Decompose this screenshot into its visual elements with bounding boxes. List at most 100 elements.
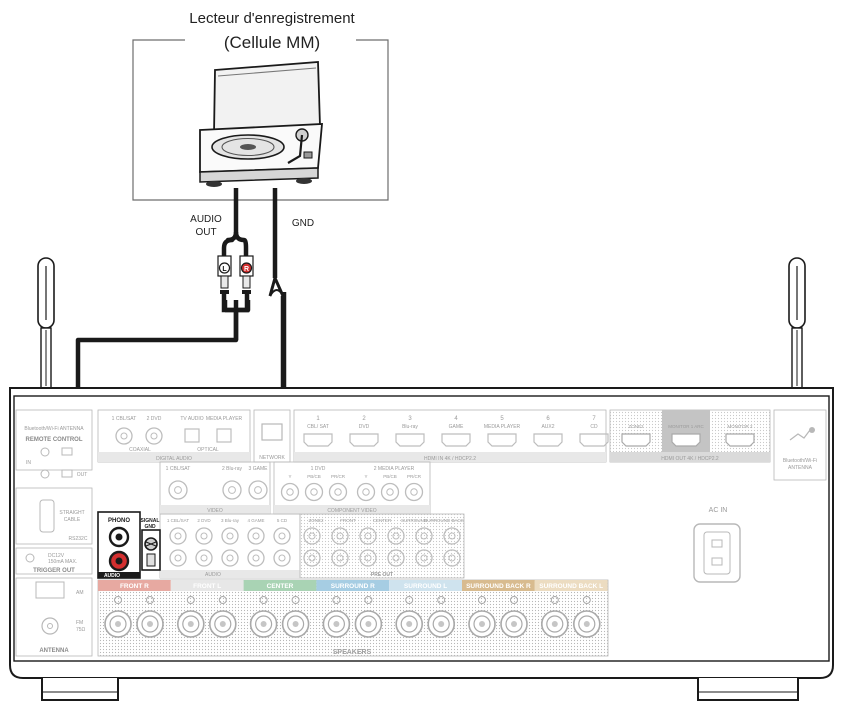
analog-jack-left-1[interactable]	[169, 527, 187, 545]
analog-jack-left-3[interactable]	[221, 527, 239, 545]
hdmi-in-number-3: 3	[408, 416, 412, 422]
component-jack-1-3[interactable]	[328, 482, 348, 502]
video-jack-1[interactable]	[168, 480, 188, 500]
speaker-terminal-core-7-1	[551, 621, 558, 627]
analog-jack-right-2[interactable]	[195, 549, 213, 567]
speaker-terminal-ring-7-2	[578, 615, 596, 633]
digital-input-label-1: 1 CBL/SAT	[112, 416, 137, 422]
video-jack-2[interactable]	[222, 480, 242, 500]
speaker-header-6	[462, 580, 535, 591]
component-jack-2-1[interactable]	[356, 482, 376, 502]
component-jack-1-2[interactable]	[304, 482, 324, 502]
preout-jack-bottom-3[interactable]	[359, 549, 377, 567]
preout-jack-top-4-center	[392, 532, 400, 540]
analog-jack-right-3[interactable]	[221, 549, 239, 567]
analog-jack-left-5[interactable]	[273, 527, 291, 545]
speaker-terminal-ring-7-1	[546, 615, 564, 633]
analog-jack-right-5[interactable]	[273, 549, 291, 567]
speaker-terminal-core-4-1	[333, 621, 340, 627]
speaker-group-label-2: FRONT L	[193, 583, 221, 590]
hdmi-in-name-2: DVD	[359, 424, 370, 430]
component-sub-label-2-2: PB/CB	[383, 474, 397, 479]
hdmi-in-port-4[interactable]	[441, 433, 471, 447]
analog-jack-right-1[interactable]	[169, 549, 187, 567]
analog-jack-right-1-center	[174, 554, 182, 562]
speaker-terminal-ring-1-2	[141, 615, 159, 633]
preout-jack-top-6[interactable]	[443, 527, 461, 545]
preout-jack-top-2[interactable]	[331, 527, 349, 545]
speaker-header-5	[389, 580, 462, 591]
speaker-terminal-core-6-1	[479, 621, 485, 627]
preout-jack-top-5[interactable]	[415, 527, 433, 545]
coaxial-jack-2-center	[150, 432, 158, 440]
analog-jack-left-2[interactable]	[195, 527, 213, 545]
optical-port-2[interactable]	[216, 428, 232, 443]
component-jack-2-3[interactable]	[404, 482, 424, 502]
preout-jack-bottom-4[interactable]	[387, 549, 405, 567]
coaxial-jack-2[interactable]	[145, 427, 163, 445]
speaker-terminal-ring-3-2	[287, 615, 305, 633]
analog-jack-right-4[interactable]	[247, 549, 265, 567]
hdmi-out-port-2[interactable]	[671, 433, 701, 447]
hdmi-in-number-4: 4	[454, 416, 458, 422]
hdmi-out-port-3[interactable]	[725, 433, 755, 447]
video-input-label-2: 2 Blu-ray	[222, 466, 243, 472]
preout-group-label-4: SURROUND	[401, 518, 428, 523]
preout-jack-bottom-6[interactable]	[443, 549, 461, 567]
speaker-group-label-3: CENTER	[267, 583, 294, 590]
preout-jack-bottom-5[interactable]	[415, 549, 433, 567]
video-jack-2-center	[228, 486, 236, 494]
hdmi-in-port-5[interactable]	[487, 433, 517, 447]
speaker-polarity-7-1	[550, 596, 559, 604]
hdmi-in-port-6[interactable]	[533, 433, 563, 447]
analog-jack-left-2-center	[200, 532, 208, 540]
phono-label: PHONO	[108, 518, 130, 524]
speaker-polarity-1-1	[114, 596, 122, 604]
device-title: Lecteur d'enregistrement	[189, 10, 355, 27]
preout-jack-top-3[interactable]	[359, 527, 377, 545]
preout-group-label-5: SURROUND BACK	[424, 518, 464, 523]
component-jack-2-2[interactable]	[380, 482, 400, 502]
hdmi-in-name-1: CBL/ SAT	[307, 424, 329, 430]
speaker-terminal-core-3-1	[260, 621, 267, 627]
component-jack-1-1[interactable]	[280, 482, 300, 502]
component-label: COMPONENT VIDEO	[327, 508, 376, 514]
video-jack-3[interactable]	[248, 480, 268, 500]
phono-input[interactable]: PHONO AUDIO	[97, 511, 141, 579]
coaxial-jack-1[interactable]	[115, 427, 133, 445]
speaker-header-3	[243, 580, 317, 591]
signal-gnd-terminal[interactable]: SIGNAL GND	[141, 518, 161, 571]
ac-in-section: AC IN	[693, 507, 741, 583]
hdmi-in-port-7[interactable]	[579, 433, 609, 447]
component-jack-2-3-center	[410, 488, 418, 496]
analog-jack-left-4[interactable]	[247, 527, 265, 545]
analog-jack-right-4-center	[252, 554, 260, 562]
hdmi-in-port-3[interactable]	[395, 433, 425, 447]
coaxial-label: COAXIAL	[129, 447, 151, 453]
speaker-terminal-core-7-2	[583, 621, 590, 627]
preout-jack-top-3-center	[364, 532, 372, 540]
hdmi-in-name-5: MEDIA PLAYER	[484, 424, 521, 430]
video-jack-3-center	[254, 486, 262, 494]
hdmi-in-port-1[interactable]	[303, 433, 333, 447]
optical-port-1[interactable]	[184, 428, 200, 443]
speaker-terminal-core-3-2	[292, 621, 299, 627]
preout-jack-bottom-1[interactable]	[303, 549, 321, 567]
preout-jack-top-1[interactable]	[303, 527, 321, 545]
preout-jack-bottom-2[interactable]	[331, 549, 349, 567]
hdmi-out-port-1[interactable]	[621, 433, 651, 447]
speaker-group-label-5: SURROUND L	[404, 583, 447, 590]
preout-jack-top-4[interactable]	[387, 527, 405, 545]
speaker-group-label-4: SURROUND R	[331, 583, 375, 590]
right-antenna-area: Bluetooth/Wi-Fi ANTENNA	[773, 409, 827, 481]
straight-cable-label: STRAIGHT	[59, 510, 84, 516]
speaker-terminal-core-4-2	[365, 621, 372, 627]
network-section: NETWORK	[253, 409, 291, 463]
component-jack-2-1-center	[362, 488, 370, 496]
network-label: NETWORK	[259, 455, 285, 461]
hdmi-in-port-2[interactable]	[349, 433, 379, 447]
